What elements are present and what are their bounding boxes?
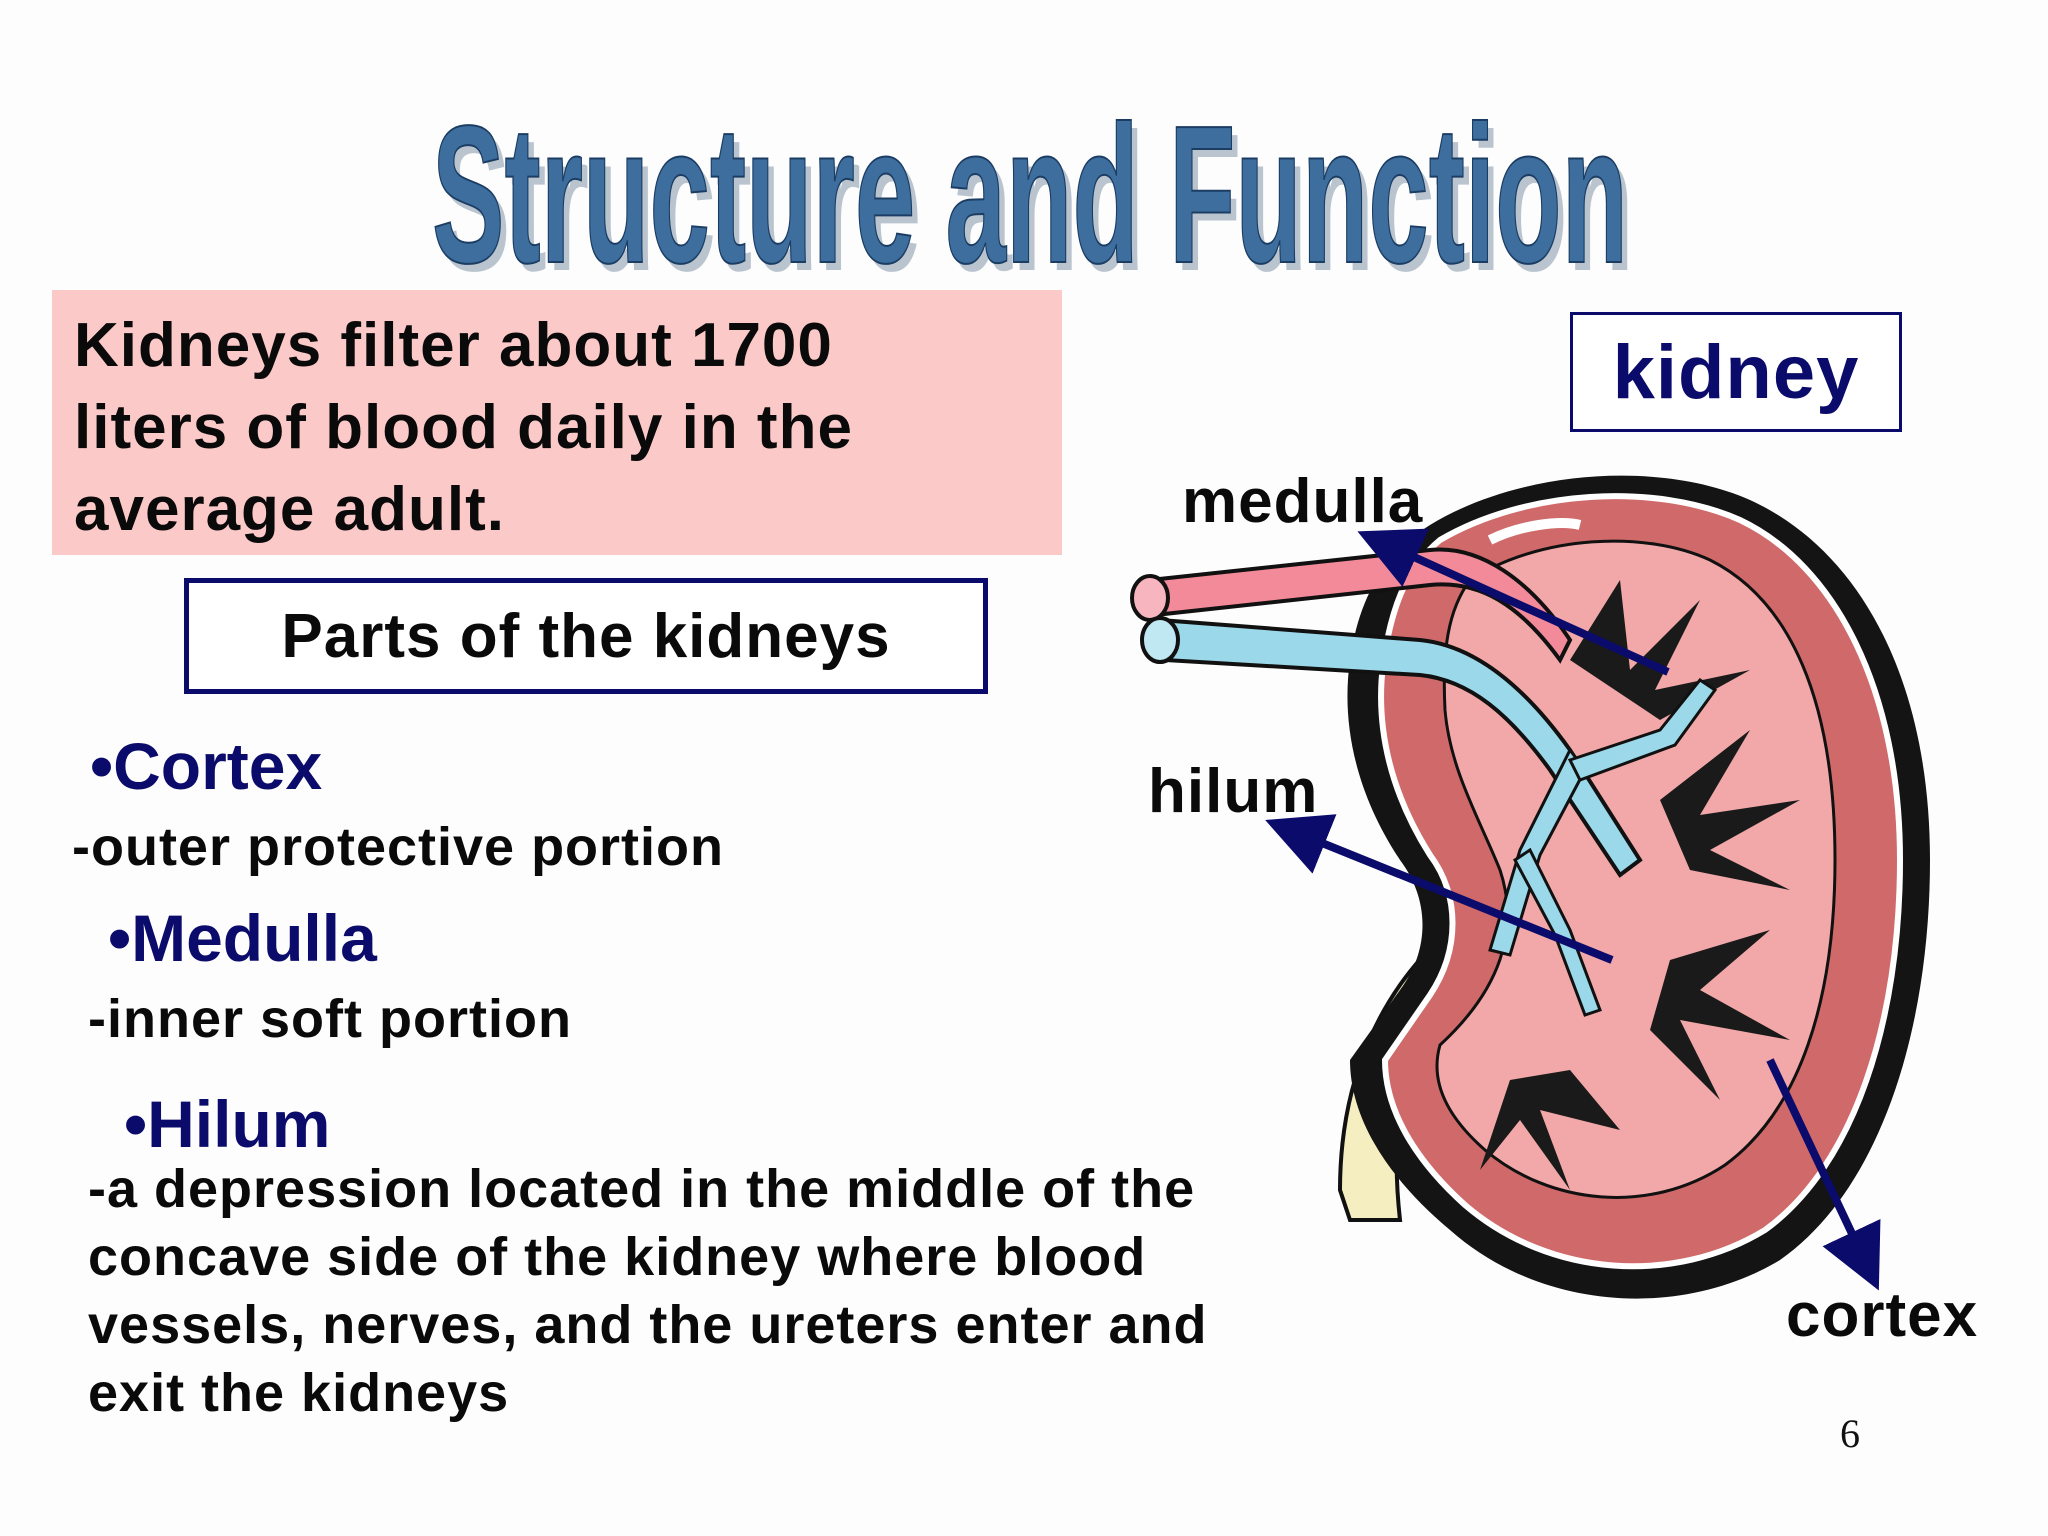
fact-line: liters of blood daily in the	[74, 393, 853, 462]
cortex-description: -outer protective portion	[72, 817, 725, 877]
kidney-label-box: kidney	[1570, 312, 1902, 432]
fact-callout: Kidneys filter about 1700 liters of bloo…	[52, 290, 1062, 555]
slide-title-text: Structure and Function	[432, 85, 1628, 290]
bullet-cortex: •Cortex	[90, 729, 323, 803]
arrow-icon	[1357, 528, 1670, 676]
hilum-description-line: exit the kidneys	[88, 1363, 510, 1423]
arrow-icon	[1265, 814, 1614, 964]
fact-line: average adult.	[74, 475, 505, 544]
hilum-description-line: concave side of the kidney where blood	[88, 1227, 1147, 1287]
cortex-label: cortex	[1786, 1281, 1979, 1350]
kidney-label: kidney	[1612, 329, 1860, 415]
bullet-hilum: •Hilum	[124, 1087, 331, 1161]
medulla-label: medulla	[1182, 467, 1424, 536]
page-number: 6	[1840, 1411, 1860, 1456]
medulla-description: -inner soft portion	[88, 989, 572, 1049]
parts-heading-text: Parts of the kidneys	[281, 601, 891, 671]
slide-title-shadow: Structure and Function	[438, 93, 1634, 290]
vein-icon	[1157, 617, 1643, 878]
slide-title: Structure and Function Structure and Fun…	[0, 50, 2048, 290]
bullet-medulla: •Medulla	[108, 901, 377, 975]
hilum-description: -a depression located in the middle of t…	[88, 1155, 1448, 1427]
arrow-icon	[1766, 1058, 1881, 1291]
hilum-description-line: -a depression located in the middle of t…	[88, 1159, 1196, 1219]
parts-heading: Parts of the kidneys	[184, 578, 988, 694]
hilum-description-line: vessels, nerves, and the ureters enter a…	[88, 1295, 1208, 1355]
fact-line: Kidneys filter about 1700	[74, 311, 833, 380]
